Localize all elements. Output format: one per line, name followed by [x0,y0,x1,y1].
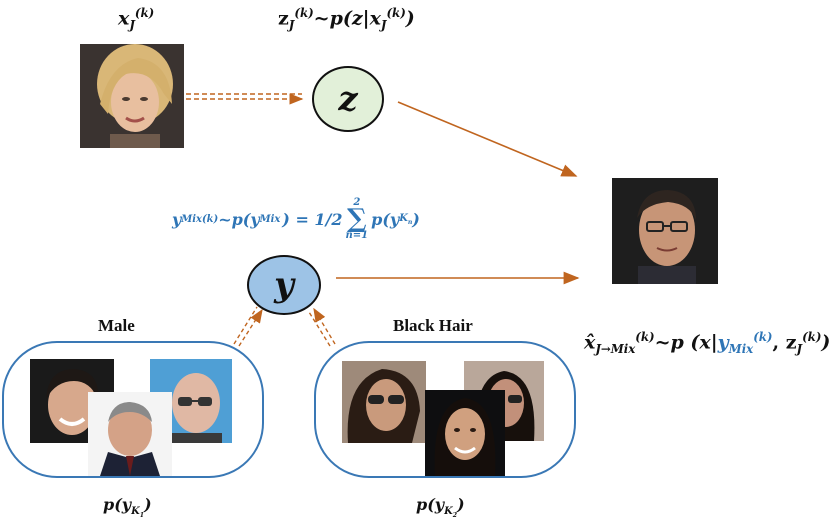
output-face-image [612,178,718,284]
arrow-male-to-y [233,306,263,347]
sum-symbol: 2 ∑ n=1 [345,197,369,242]
label-x-input: xJ(k) [118,6,155,33]
blackhair-caption: p(yK2) [416,495,465,520]
z-node: z [312,66,384,132]
blackhair-face-2 [425,390,505,476]
label-output: x̂J→Mix(k)~p (x|yMix(k), zJ(k)) [584,330,831,357]
blackhair-group-title: Black Hair [393,316,473,335]
label-z-prior: zJ(k)~p(z|xJ(k)) [278,6,415,33]
male-group-title: Male [98,316,135,335]
blackhair-face-1 [342,361,426,443]
arrow-input-to-z [186,93,304,105]
input-face-image [80,44,184,148]
male-caption: p(yK1) [103,495,152,520]
arrow-blackhair-to-y [308,307,336,347]
male-face-2 [88,392,172,476]
arrow-z-to-output [397,101,578,177]
y-node: y [247,255,321,315]
